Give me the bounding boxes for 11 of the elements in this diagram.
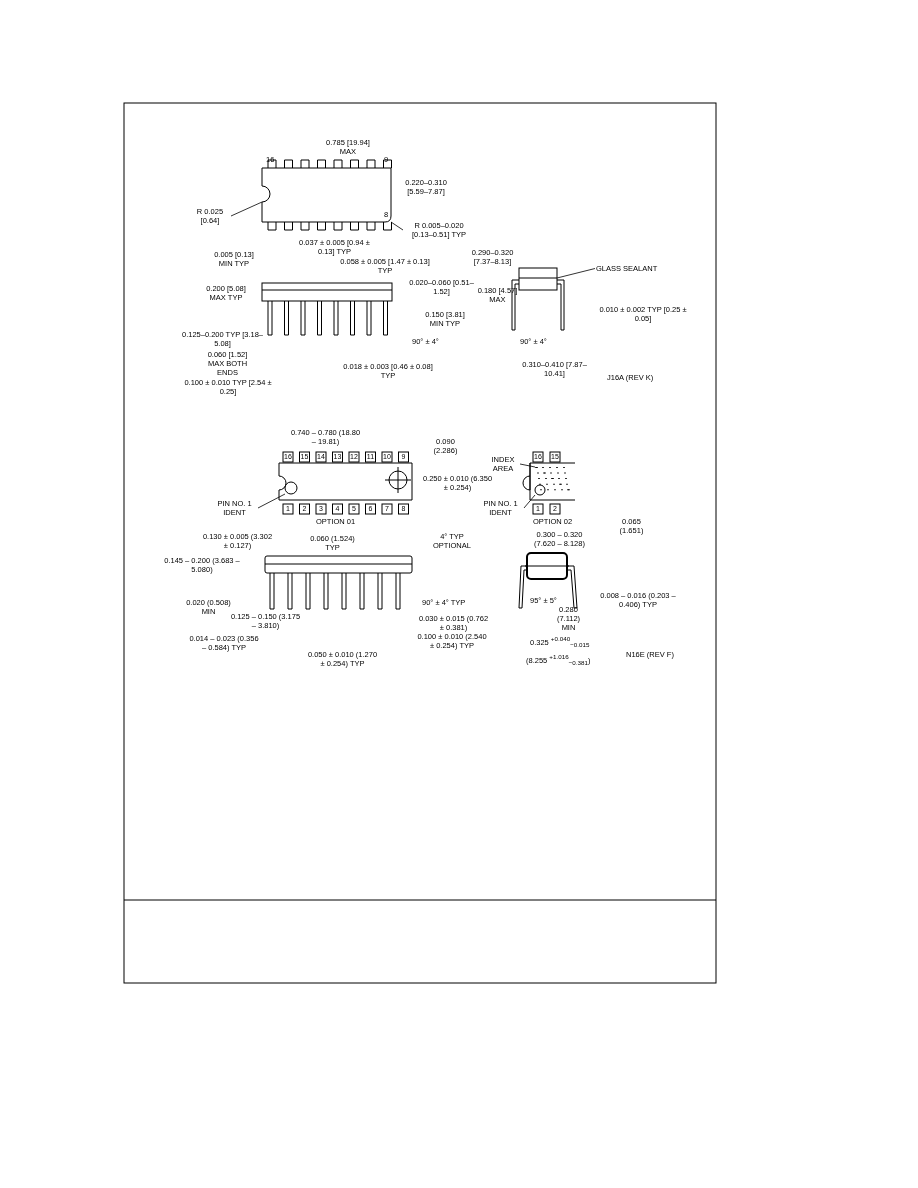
pin-one-ident-circle [534, 484, 546, 496]
leader-line [230, 201, 263, 217]
index-area [535, 467, 570, 491]
leader-line [556, 268, 596, 279]
package-corner [384, 215, 392, 223]
leader-line [390, 221, 404, 231]
package-notch [261, 185, 271, 203]
leader-line [519, 463, 536, 468]
pin-one-ident-circle [284, 481, 298, 495]
leader-line [257, 493, 286, 509]
leader-line [523, 494, 536, 509]
